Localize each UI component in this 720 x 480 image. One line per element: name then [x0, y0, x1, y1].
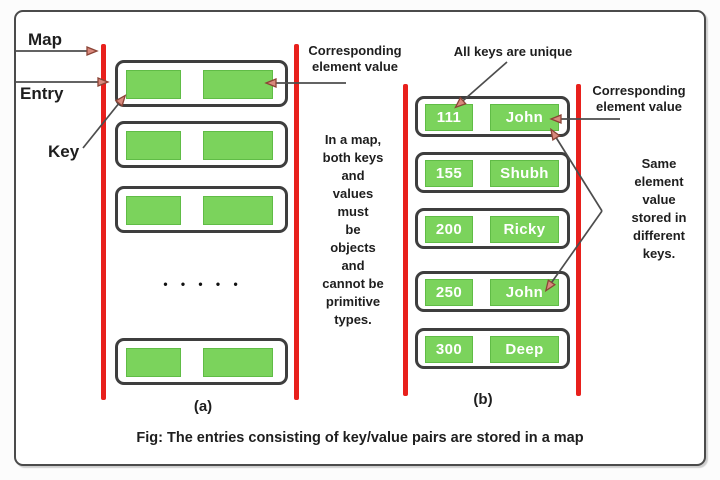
all-keys-unique-label: All keys are unique: [453, 44, 573, 59]
key-cell-b-1: 111: [425, 104, 473, 131]
figure-caption: Fig: The entries consisting of key/value…: [136, 430, 584, 446]
entry-row-b-1: 111 John: [415, 96, 570, 137]
key-cell-a-4: [126, 348, 181, 377]
key-cell-b-4: 250: [425, 279, 473, 306]
entry-label: Entry: [20, 84, 64, 103]
map-bracket-right-a: [294, 44, 299, 400]
value-cell-a-2: [203, 131, 273, 160]
value-cell-b-5: Deep: [490, 336, 559, 363]
ellipsis-dots: • • • • •: [163, 277, 243, 291]
value-cell-b-2: Shubh: [490, 160, 559, 187]
entry-row-b-4: 250 John: [415, 271, 570, 312]
subcaption-a: (a): [193, 398, 213, 415]
entry-box-a-1: [115, 60, 288, 107]
entry-box-a-4: [115, 338, 288, 385]
value-cell-a-4: [203, 348, 273, 377]
same-value-note: Same element value stored in different k…: [631, 156, 687, 261]
entry-row-b-5: 300 Deep: [415, 328, 570, 369]
key-cell-a-1: [126, 70, 181, 99]
map-rule-note: In a map, both keys and values must be o…: [322, 132, 384, 327]
map-bracket-right-b: [576, 84, 581, 396]
value-cell-b-3: Ricky: [490, 216, 559, 243]
key-cell-b-5: 300: [425, 336, 473, 363]
entry-box-a-2: [115, 121, 288, 168]
map-bracket-left-b: [403, 84, 408, 396]
key-cell-a-3: [126, 196, 181, 225]
corresponding-value-label-a: Corresponding element value: [308, 43, 402, 74]
value-cell-a-1: [203, 70, 273, 99]
subcaption-b: (b): [473, 391, 493, 408]
key-cell-b-2: 155: [425, 160, 473, 187]
map-bracket-left-a: [101, 44, 106, 400]
value-cell-b-4: John: [490, 279, 559, 306]
entry-row-b-3: 200 Ricky: [415, 208, 570, 249]
value-cell-a-3: [203, 196, 273, 225]
map-label: Map: [28, 30, 62, 49]
key-label: Key: [48, 142, 80, 161]
corresponding-value-label-b: Corresponding element value: [592, 83, 686, 114]
entry-box-a-3: [115, 186, 288, 233]
key-cell-b-3: 200: [425, 216, 473, 243]
entry-row-b-2: 155 Shubh: [415, 152, 570, 193]
value-cell-b-1: John: [490, 104, 559, 131]
key-cell-a-2: [126, 131, 181, 160]
